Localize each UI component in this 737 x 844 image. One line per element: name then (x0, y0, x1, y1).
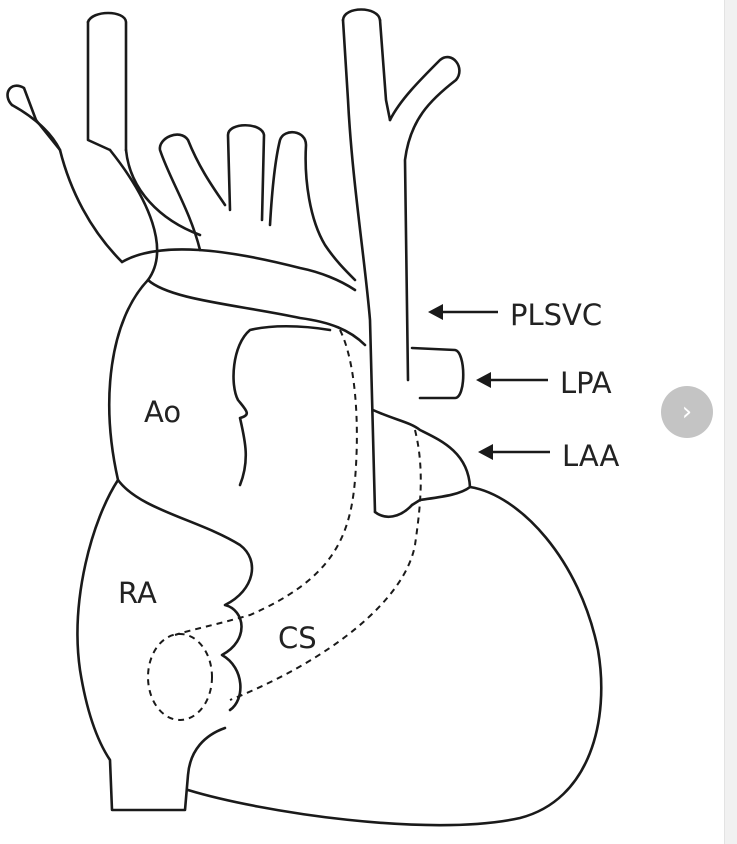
vessel-top-left-join (124, 148, 202, 237)
next-image-button[interactable]: › (661, 386, 713, 438)
vessel-top-left-cap2 (86, 11, 128, 152)
plsvc-lower (373, 503, 414, 519)
vessel-top-left-b (34, 118, 62, 152)
plsvc-branch (388, 55, 461, 382)
pulmonary-trunk (232, 324, 332, 487)
coronary-sinus-dashed-outer (174, 329, 358, 636)
lpa-arrowhead (476, 372, 491, 388)
coronary-sinus-dashed-inner (229, 429, 422, 701)
laa-outline (371, 408, 472, 507)
arch-branch-3 (268, 131, 357, 282)
vessel-top-left-cap (6, 84, 38, 122)
plsvc-left-wall (341, 18, 377, 514)
label-cs: CS (278, 621, 317, 655)
innominate-vein-left (10, 103, 124, 264)
label-lpa: LPA (560, 366, 612, 400)
plsvc-cap (341, 8, 382, 22)
vessel-top-left-a (86, 20, 112, 152)
chevron-right-icon: › (681, 397, 693, 427)
aortic-arch-upper (120, 248, 357, 292)
coronary-sinus-ostium (147, 633, 213, 721)
label-ra: RA (118, 576, 157, 610)
innominate-vein-right (108, 148, 159, 282)
right-atrium-outline (76, 478, 227, 812)
arch-branch-1 (158, 133, 227, 252)
plsvc-right-wall (378, 18, 392, 122)
scrollbar-track[interactable] (724, 0, 737, 844)
aortic-arch (146, 278, 367, 347)
ventricle-outline (186, 485, 603, 827)
aorta-outline-left (108, 278, 254, 712)
arch-branch-2 (226, 123, 266, 222)
label-laa: LAA (562, 439, 619, 473)
plsvc-arrowhead (428, 304, 443, 320)
label-ao: Ao (144, 395, 181, 429)
laa-arrowhead (478, 444, 493, 460)
lpa-outline (410, 346, 465, 400)
label-plsvc: PLSVC (510, 298, 602, 332)
